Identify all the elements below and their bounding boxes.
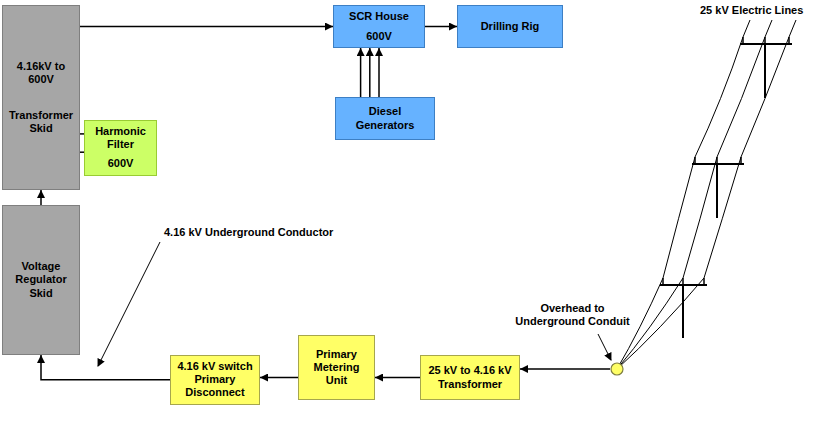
- regulator-skid: Voltage Regulator Skid: [2, 205, 80, 355]
- connector: [520, 368, 610, 370]
- node-label: Diesel Generators: [340, 105, 430, 131]
- node-label: SCR House: [349, 10, 409, 23]
- equipment-box: Drilling Rig: [457, 5, 563, 48]
- connector: [360, 48, 362, 97]
- leader-line: [598, 334, 611, 360]
- node-label: Transformer Skid: [7, 109, 75, 135]
- lines-label: 25 kV Electric Lines: [698, 4, 805, 17]
- connector: [41, 355, 170, 380]
- process-box: 4.16 kV switch Primary Disconnect: [170, 355, 260, 405]
- process-box: 25 kV to 4.16 kV Transformer: [420, 355, 520, 400]
- process-box: Primary Metering Unit: [298, 335, 375, 400]
- node-label: 4.16 kV switch Primary Disconnect: [175, 360, 255, 400]
- node-label: Harmonic Filter: [89, 125, 152, 151]
- node-label: Drilling Rig: [481, 20, 540, 33]
- node-label: Primary Metering Unit: [303, 348, 370, 388]
- power-wires: [617, 20, 796, 369]
- connector: [378, 48, 380, 97]
- node-label: 600V: [366, 30, 392, 43]
- filter-box: Harmonic Filter 600V: [84, 120, 157, 176]
- connector: [40, 190, 42, 205]
- equipment-box: Diesel Generators: [335, 97, 435, 140]
- equipment-box: SCR House 600V: [333, 5, 425, 48]
- conduit-circle: Overhead to Underground Conduit: [610, 362, 624, 376]
- node-label: Voltage Regulator Skid: [7, 260, 75, 300]
- node-label: 600V: [108, 157, 134, 170]
- conductor-label: 4.16 kV Underground Conductor: [162, 226, 335, 239]
- connector: [80, 26, 333, 28]
- connector: [260, 377, 298, 379]
- node-label: Overhead to Underground Conduit: [510, 302, 635, 328]
- transformer-skid: 4.16kV to 600V Transformer Skid: [2, 5, 80, 190]
- node-label: 4.16kV to 600V: [7, 60, 75, 86]
- node-label: 25 kV to 4.16 kV Transformer: [425, 364, 515, 390]
- leader-line: [98, 242, 160, 366]
- connector: [369, 48, 371, 97]
- insulators: [663, 37, 789, 285]
- utility-poles: [660, 44, 792, 338]
- connector: [425, 26, 457, 28]
- circle-outline: [610, 362, 624, 376]
- connector: [375, 377, 420, 379]
